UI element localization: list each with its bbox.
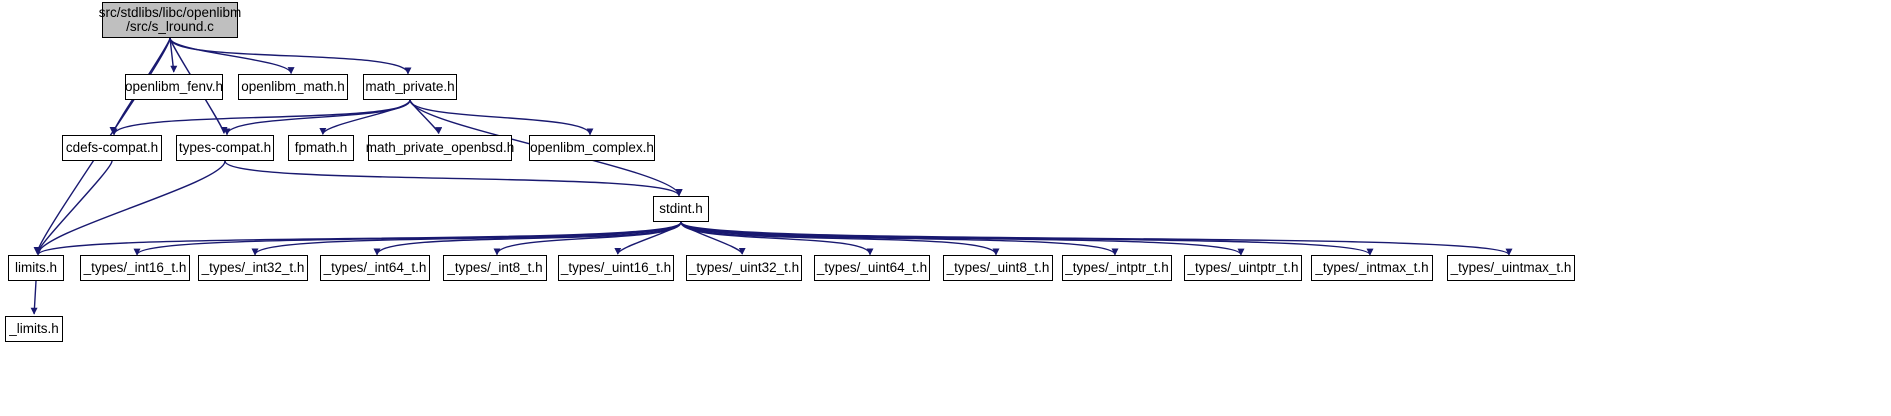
graph-node-fpmath[interactable]: fpmath.h [288, 135, 354, 161]
graph-edge [373, 221, 682, 256]
graph-node-limits[interactable]: limits.h [8, 255, 64, 281]
graph-node-label: math_private.h [365, 78, 455, 94]
graph-edge [409, 99, 443, 135]
graph-edge [34, 160, 226, 255]
graph-node-label: stdint.h [659, 200, 703, 216]
graph-node-stdint[interactable]: stdint.h [653, 196, 709, 222]
graph-node-types_int8_t[interactable]: _types/_int8_t.h [443, 255, 547, 281]
graph-node-label: limits.h [14, 259, 57, 275]
graph-node-types_uint32_t[interactable]: _types/_uint32_t.h [686, 255, 802, 281]
graph-node-label: _types/_int8_t.h [447, 259, 543, 275]
graph-node-label: openlibm_math.h [241, 78, 345, 94]
graph-edge [224, 160, 683, 197]
graph-node-label: _types/_uint16_t.h [560, 259, 672, 275]
graph-node-label: types-compat.h [178, 139, 272, 155]
graph-node-math_private_openbsd[interactable]: math_private_openbsd.h [365, 135, 515, 161]
graph-edge [680, 221, 1119, 256]
graph-node-label: openlibm_fenv.h [124, 78, 224, 94]
graph-edge [493, 221, 682, 256]
graph-node-types_intmax_t[interactable]: _types/_intmax_t.h [1311, 255, 1433, 281]
graph-edge [169, 37, 178, 73]
graph-edge [33, 160, 113, 255]
graph-edge [34, 221, 682, 256]
graph-node-types_uint64_t[interactable]: _types/_uint64_t.h [814, 255, 930, 281]
graph-node-types_uint16_t[interactable]: _types/_uint16_t.h [558, 255, 674, 281]
graph-node-label: cdefs-compat.h [65, 139, 159, 155]
graph-edge [680, 221, 1245, 256]
graph-node-label: math_private_openbsd.h [365, 139, 515, 155]
graph-node-label: _limits.h [9, 320, 59, 336]
graph-node-math_private[interactable]: math_private.h [363, 74, 457, 100]
graph-node-types_compat[interactable]: types-compat.h [176, 135, 274, 161]
graph-edge [680, 221, 746, 255]
graph-edge [30, 280, 38, 315]
graph-edge [614, 221, 682, 255]
graph-node-label: _types/_uint8_t.h [946, 259, 1050, 275]
graph-node-types_uintmax_t[interactable]: _types/_uintmax_t.h [1447, 255, 1575, 281]
graph-node-openlibm_complex[interactable]: openlibm_complex.h [529, 135, 655, 161]
graph-edge [133, 221, 682, 256]
graph-edge [680, 221, 874, 256]
graph-node-label: src/stdlibs/libc/openlibm /src/s_lround.… [98, 4, 242, 34]
graph-node-types_int16_t[interactable]: _types/_int16_t.h [80, 255, 190, 281]
graph-node-types_int32_t[interactable]: _types/_int32_t.h [198, 255, 308, 281]
graph-edge [223, 99, 411, 136]
graph-edge [169, 37, 295, 75]
graph-node-label: _types/_int32_t.h [201, 259, 305, 275]
graph-node-openlibm_fenv[interactable]: openlibm_fenv.h [125, 74, 223, 100]
graph-node-openlibm_math[interactable]: openlibm_math.h [238, 74, 348, 100]
graph-edge [110, 99, 411, 136]
graph-node-label: fpmath.h [294, 139, 348, 155]
graph-edge [251, 221, 682, 256]
graph-node-_limits[interactable]: _limits.h [5, 316, 63, 342]
graph-node-label: _types/_intmax_t.h [1315, 259, 1429, 275]
graph-node-label: _types/_uint32_t.h [688, 259, 800, 275]
graph-node-types_uint8_t[interactable]: _types/_uint8_t.h [943, 255, 1053, 281]
graph-node-label: _types/_int64_t.h [323, 259, 427, 275]
graph-node-root[interactable]: src/stdlibs/libc/openlibm /src/s_lround.… [99, 2, 241, 38]
graph-node-types_intptr_t[interactable]: _types/_intptr_t.h [1062, 255, 1172, 281]
graph-edge [319, 99, 411, 135]
graph-node-label: _types/_uint64_t.h [816, 259, 928, 275]
graph-edge [409, 99, 594, 136]
graph-node-label: openlibm_complex.h [530, 139, 654, 155]
graph-node-types_int64_t[interactable]: _types/_int64_t.h [320, 255, 430, 281]
graph-node-types_uintptr_t[interactable]: _types/_uintptr_t.h [1184, 255, 1302, 281]
graph-edge [680, 221, 1000, 256]
graph-edge [169, 37, 412, 75]
graph-node-label: _types/_uintmax_t.h [1450, 259, 1572, 275]
graph-node-label: _types/_intptr_t.h [1065, 259, 1169, 275]
graph-node-cdefs_compat[interactable]: cdefs-compat.h [62, 135, 162, 161]
graph-edge [680, 221, 1513, 256]
graph-edge [680, 221, 1374, 256]
graph-node-label: _types/_int16_t.h [83, 259, 187, 275]
graph-node-label: _types/_uintptr_t.h [1187, 259, 1299, 275]
